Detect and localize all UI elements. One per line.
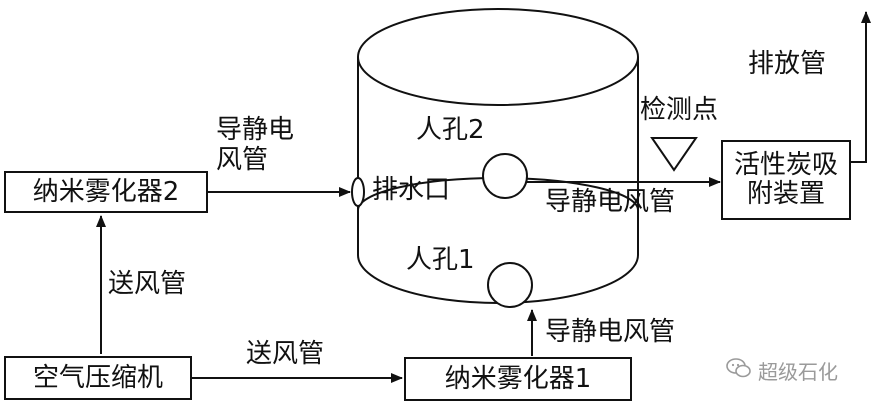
air-compressor-box: 空气压缩机 bbox=[4, 356, 192, 400]
air-compressor-label: 空气压缩机 bbox=[32, 362, 163, 393]
manhole-2-circle bbox=[482, 153, 528, 199]
nano-atomizer-1-label: 纳米雾化器1 bbox=[444, 363, 592, 394]
static-duct-left-label: 导静电 风管 bbox=[216, 115, 295, 176]
nano-atomizer-1-box: 纳米雾化器1 bbox=[404, 357, 632, 401]
nano-atomizer-2-box: 纳米雾化器2 bbox=[4, 171, 208, 213]
tank-top-rim bbox=[357, 8, 639, 106]
drain-outlet-label: 排水口 bbox=[372, 175, 451, 205]
wechat-icon bbox=[726, 357, 752, 384]
manhole-2-label: 人孔2 bbox=[416, 115, 485, 145]
supply-duct-vertical-label: 送风管 bbox=[108, 269, 187, 299]
static-duct-right-label: 导静电风管 bbox=[545, 187, 676, 217]
carbon-adsorption-box: 活性炭吸 附装置 bbox=[721, 140, 851, 220]
detection-point-triangle bbox=[650, 137, 698, 172]
carbon-adsorption-label-line2: 附装置 bbox=[746, 179, 825, 209]
exhaust-pipe-label: 排放管 bbox=[748, 49, 827, 79]
static-duct-left-label-line1: 导静电 bbox=[216, 115, 295, 145]
static-duct-left-label-line2: 风管 bbox=[216, 144, 269, 175]
nano-atomizer-2-label: 纳米雾化器2 bbox=[32, 176, 180, 207]
watermark: 超级石化 bbox=[726, 356, 838, 385]
manhole-1-circle bbox=[487, 262, 533, 308]
exhaust-pipe-line bbox=[850, 11, 871, 163]
supply-duct-horizontal-label: 送风管 bbox=[246, 339, 325, 369]
drain-outlet-shape bbox=[351, 177, 365, 207]
watermark-text: 超级石化 bbox=[758, 360, 838, 384]
static-duct-bottom-label: 导静电风管 bbox=[545, 317, 676, 347]
carbon-adsorption-label-line1: 活性炭吸 bbox=[733, 150, 838, 181]
manhole-1-label: 人孔1 bbox=[406, 245, 475, 275]
detection-point-label: 检测点 bbox=[640, 95, 719, 125]
